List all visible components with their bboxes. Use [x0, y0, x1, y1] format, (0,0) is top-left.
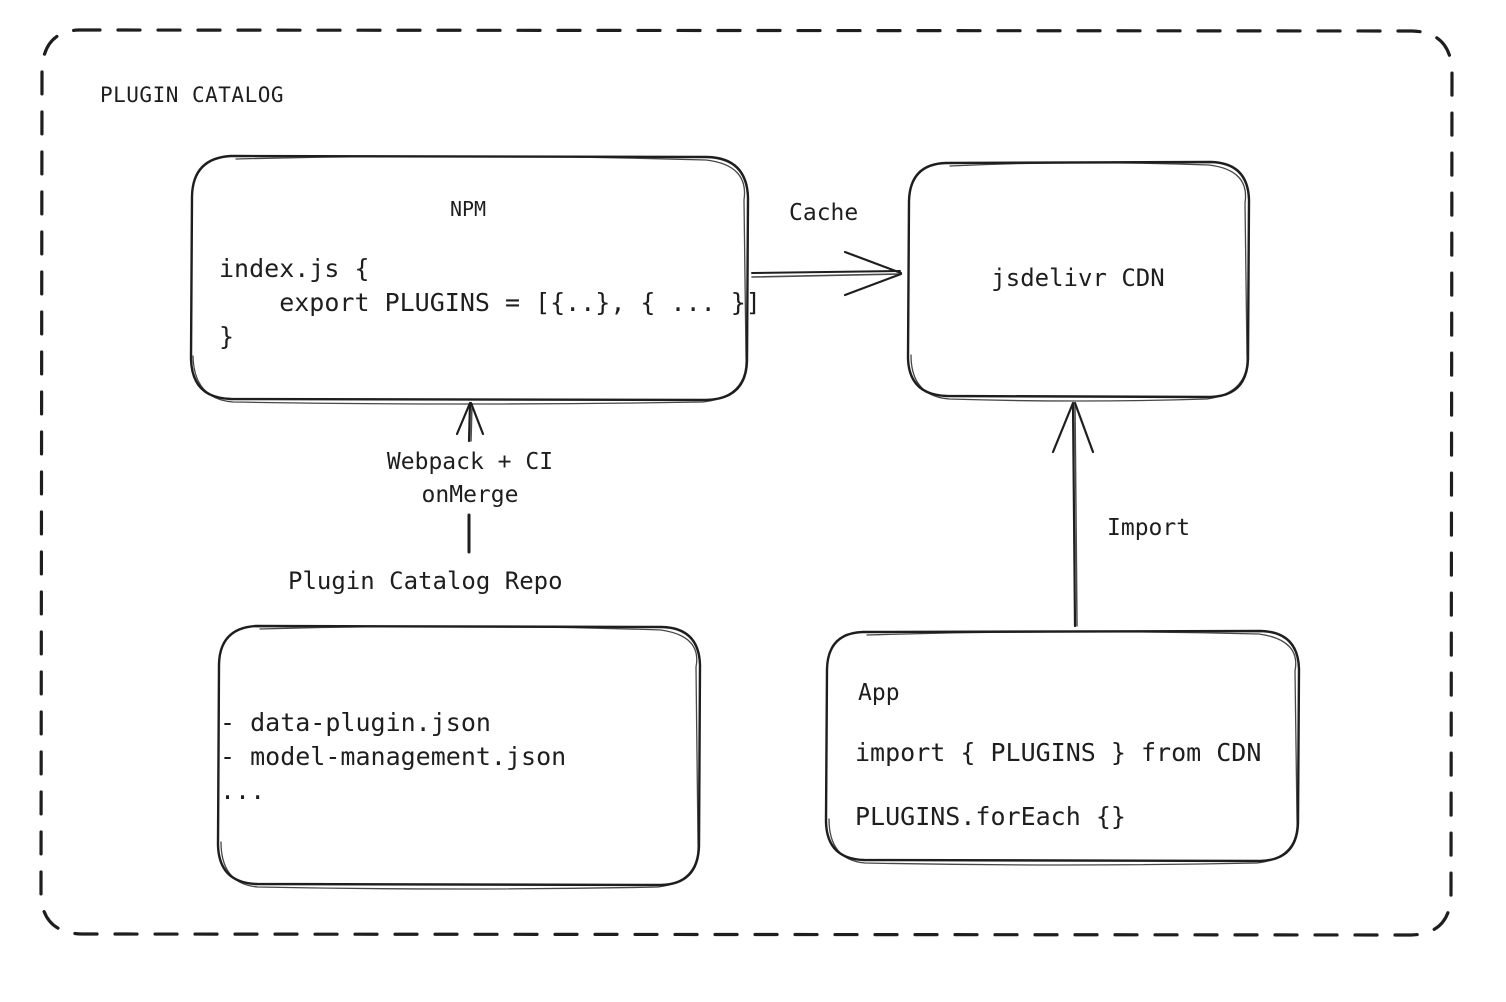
- repo-node-caption: Plugin Catalog Repo: [288, 567, 563, 595]
- npm-node-title: NPM: [449, 197, 487, 221]
- app-node-title: App: [858, 680, 900, 706]
- app-node-import-statement: import { PLUGINS } from CDN: [855, 738, 1262, 767]
- cdn-node-label: jsdelivr CDN: [991, 264, 1165, 292]
- build-edge-label: Webpack + CI onMerge: [386, 449, 554, 508]
- npm-node-code: index.js { export PLUGINS = [{..}, { ...…: [219, 254, 761, 351]
- import-arrow: [1051, 401, 1095, 628]
- page-title: PLUGIN CATALOG: [100, 83, 285, 107]
- plugin-catalog-container: [39, 28, 1454, 937]
- repo-node-file-list: - data-plugin.json - model-management.js…: [220, 708, 567, 805]
- import-edge-label: Import: [1107, 515, 1191, 541]
- cache-arrow: [751, 250, 903, 297]
- cache-edge-label: Cache: [789, 200, 859, 226]
- app-node-foreach-statement: PLUGINS.forEach {}: [855, 802, 1126, 831]
